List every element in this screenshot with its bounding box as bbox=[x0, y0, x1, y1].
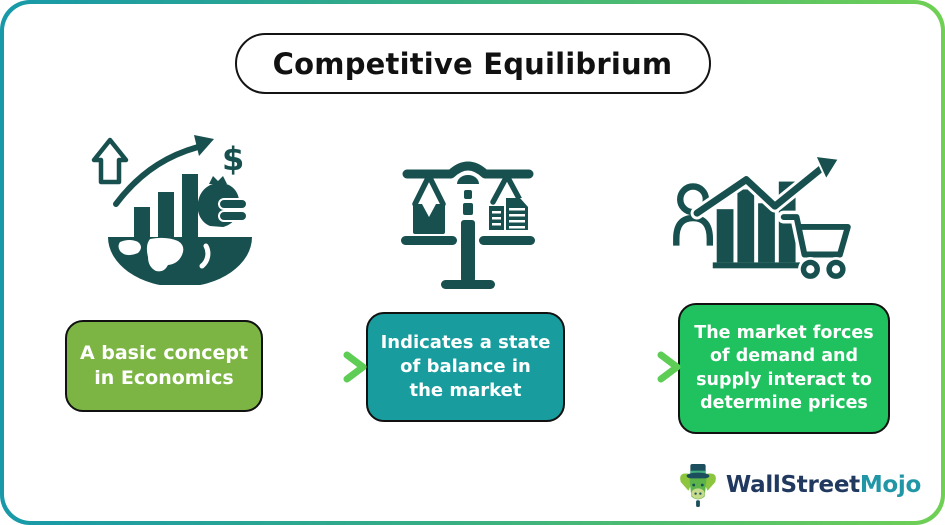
brand-name-second: Mojo bbox=[859, 472, 921, 498]
step-label: The market forces of demand and supply i… bbox=[694, 323, 874, 413]
bull-mascot-icon bbox=[680, 464, 716, 507]
step-box-balance-state: Indicates a state of balance in the mark… bbox=[366, 312, 565, 422]
flow-arrow-2 bbox=[563, 349, 683, 385]
brand-name: WallStreetMojo bbox=[726, 472, 921, 498]
brand-name-first: WallStreet bbox=[725, 472, 860, 498]
step-box-basic-concept: A basic concept in Economics bbox=[65, 320, 263, 412]
balance-scale-icon bbox=[393, 142, 543, 292]
wallstreetmojo-logo: WallStreetMojo bbox=[677, 462, 921, 508]
title-pill: Competitive Equilibrium bbox=[234, 33, 711, 94]
infographic-canvas: Competitive Equilibrium bbox=[4, 4, 941, 521]
step-box-market-forces: The market forces of demand and supply i… bbox=[678, 303, 890, 434]
svg-text:$: $ bbox=[222, 140, 244, 178]
page-title: Competitive Equilibrium bbox=[272, 46, 673, 81]
step-label: A basic concept in Economics bbox=[79, 341, 249, 389]
step-label: Indicates a state of balance in the mark… bbox=[380, 332, 551, 401]
market-demand-cart-icon bbox=[668, 152, 863, 290]
flow-arrow-1 bbox=[261, 349, 369, 385]
global-economy-growth-icon: $ bbox=[88, 130, 253, 285]
